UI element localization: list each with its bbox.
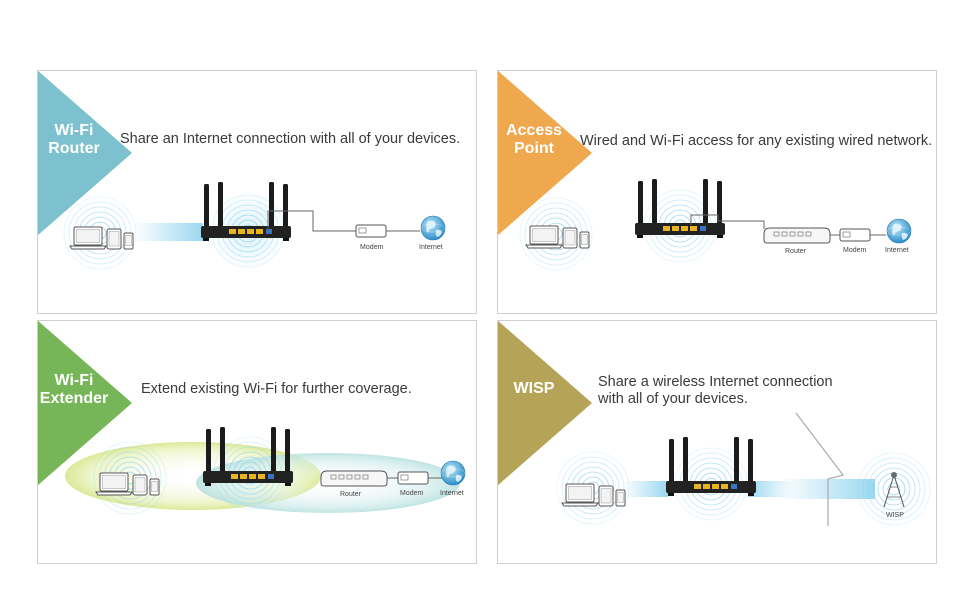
badge-label: WISP (498, 380, 571, 398)
laptop-icon (525, 225, 590, 249)
network-diagram: Router Modem Internet (519, 179, 912, 271)
modem-icon (397, 471, 429, 485)
badge-line1: Wi-Fi (54, 122, 94, 139)
mode-badge: WISP (498, 321, 592, 486)
description-line2: with all of your devices. (598, 391, 748, 407)
modem-label: Modem (843, 247, 867, 254)
laptop-icon (69, 226, 134, 250)
cable (267, 210, 356, 232)
wisp-label: WISP (886, 512, 904, 519)
badge-line2: Extender (39, 390, 109, 407)
signal-beam (133, 223, 203, 241)
badge-line1: Wi-Fi (54, 372, 94, 389)
globe-icon (420, 215, 446, 241)
panel-wifi-extender: Wi-Fi Extender Extend existing Wi-Fi for… (37, 320, 477, 564)
router-label: Router (340, 491, 362, 498)
mode-badge: Wi-Fi Extender (38, 321, 132, 486)
internet-label: Internet (440, 490, 464, 497)
wired-router-icon (763, 227, 831, 244)
mode-description: Wired and Wi-Fi access for any existing … (580, 133, 933, 149)
network-diagram: Modem Internet (63, 182, 446, 271)
badge-triangle (498, 71, 592, 236)
globe-icon (440, 460, 466, 486)
internet-label: Internet (419, 244, 443, 251)
badge-label: Wi-Fi Router (38, 122, 111, 158)
badge-line2: Router (48, 140, 100, 157)
router-label: Router (785, 248, 807, 255)
panel-wifi-router: Wi-Fi Router Share an Internet connectio… (37, 70, 477, 314)
panel-access-point: Access Point Wired and Wi-Fi access for … (497, 70, 937, 314)
badge-triangle (38, 321, 132, 486)
mode-description: Share a wireless Internet connection wit… (598, 374, 833, 408)
modem-icon (355, 224, 387, 238)
wisp-tower-icon (883, 472, 905, 508)
cable (690, 214, 765, 229)
modem-icon (839, 228, 871, 242)
description-line1: Share a wireless Internet connection (598, 374, 833, 390)
laptop-icon (561, 483, 626, 507)
mode-description: Share an Internet connection with all of… (120, 131, 461, 147)
mode-description: Extend existing Wi-Fi for further covera… (141, 381, 412, 397)
mode-badge: Access Point (498, 71, 592, 236)
panel-wisp: WISP Share a wireless Internet connectio… (497, 320, 937, 564)
globe-icon (886, 218, 912, 244)
badge-label: Wi-Fi Extender (38, 372, 111, 408)
wired-router-icon (320, 470, 388, 487)
internet-label: Internet (885, 247, 909, 254)
badge-triangle (38, 71, 132, 236)
network-diagram: WISP (556, 412, 931, 526)
mode-badge: Wi-Fi Router (38, 71, 132, 236)
badge-label: Access Point (498, 122, 571, 158)
modem-label: Modem (400, 490, 424, 497)
modem-label: Modem (360, 244, 384, 251)
signal-beam (623, 481, 668, 497)
network-diagram: Router Modem Internet (65, 427, 466, 515)
badge-triangle (498, 321, 592, 486)
badge-line1: Access (505, 122, 563, 139)
badge-line1: WISP (513, 380, 555, 397)
badge-line2: Point (514, 140, 554, 157)
boundary-line (795, 412, 845, 526)
